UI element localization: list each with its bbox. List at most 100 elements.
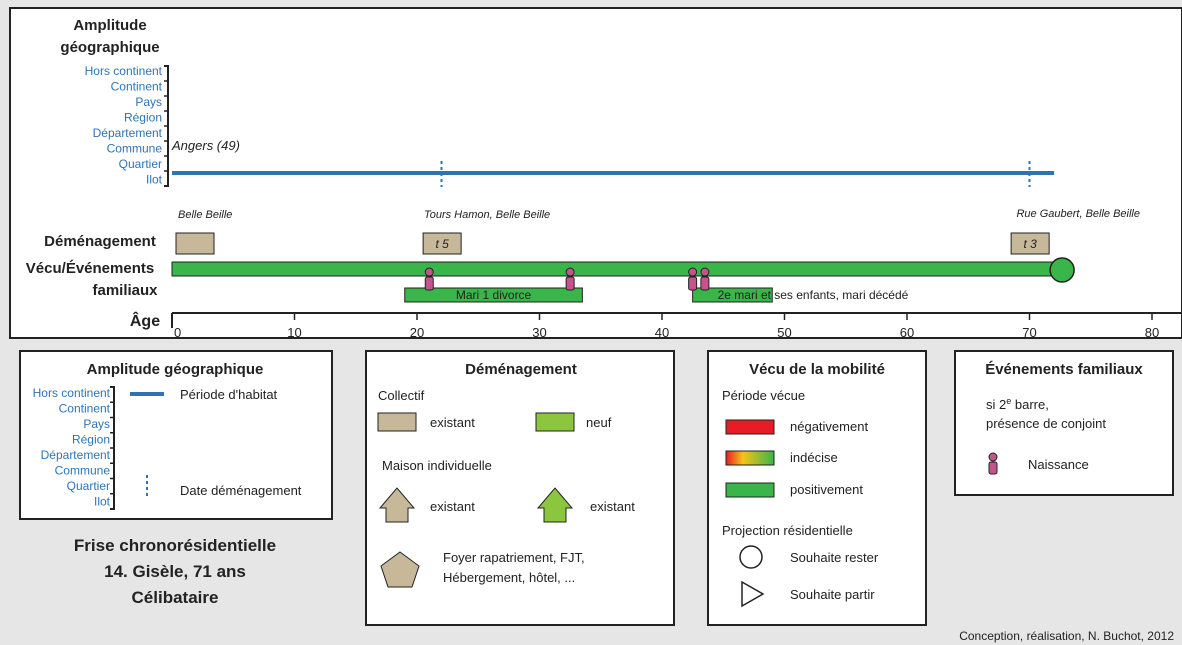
geographic-levels: Hors continentContinentPaysRégionDéparte…: [85, 64, 169, 187]
house-neuf-icon: [536, 487, 574, 523]
age-tick-label: 0: [174, 325, 181, 340]
age-tick-label: 70: [1022, 325, 1036, 340]
move-boxes: t 5 t 3: [175, 232, 1050, 255]
legend-periode-vecue: Période vécue: [722, 388, 805, 403]
move-box: [422, 232, 462, 255]
caption-line-1: Frise chronorésidentielle: [74, 536, 276, 555]
birth-markers: [424, 267, 710, 291]
age-tick-label: 30: [532, 325, 546, 340]
marriage-2-bar: [692, 287, 773, 303]
legend-negatif-bar: [725, 419, 775, 435]
move-place-3: Rue Gaubert, Belle Beille: [1016, 208, 1140, 220]
partir-triangle-icon: [741, 580, 765, 608]
age-ticks: 0 10 20 30 40 50 60 70 80: [171, 313, 1159, 340]
legend-naissance: Naissance: [1028, 457, 1089, 472]
age-tick-label: 50: [777, 325, 791, 340]
level-label: Pays: [135, 95, 162, 109]
legend-collectif-neuf-box: [535, 412, 575, 432]
legend-projection: Projection résidentielle: [722, 523, 853, 538]
credit: Conception, réalisation, N. Buchot, 2012: [959, 629, 1174, 643]
age-label: Âge: [130, 311, 160, 330]
foyer-pentagon-icon: [380, 551, 420, 588]
level-label: Département: [93, 126, 163, 140]
legend-si-2e-sup: e: [1006, 396, 1011, 406]
legend-level-label: Hors continent: [33, 386, 111, 400]
rester-circle-icon: [739, 545, 763, 569]
legend-existant-2: existant: [430, 499, 475, 514]
age-tick-label: 10: [287, 325, 301, 340]
legend-level-label: Département: [41, 448, 111, 462]
legend-geographic-levels: Hors continentContinentPaysRégionDéparte…: [33, 386, 115, 510]
legend-demenagement-box: [365, 350, 675, 626]
legend-foyer-1: Foyer rapatriement, FJT,: [443, 550, 585, 565]
place-label: Angers (49): [171, 138, 240, 153]
naissance-icon: [988, 452, 998, 475]
level-label: Commune: [107, 142, 163, 156]
legend-positivement: positivement: [790, 482, 863, 497]
caption-line-2: 14. Gisèle, 71 ans: [104, 562, 246, 581]
legend-level-label: Région: [72, 433, 110, 447]
vecu-positive-bar: [171, 261, 1055, 277]
level-label: Hors continent: [85, 64, 163, 78]
move-place-1: Belle Beille: [178, 209, 232, 221]
legend-amplitude-box: [19, 350, 333, 520]
vecu-label-1: Vécu/Événements: [26, 260, 154, 277]
naissance-marker: [424, 267, 434, 291]
legend-rester: Souhaite rester: [790, 550, 879, 565]
caption-line-3: Célibataire: [132, 588, 219, 607]
marriage-2-label-b: ses enfants, mari décédé: [774, 288, 908, 302]
age-tick-label: 60: [900, 325, 914, 340]
legend-demenagement-title: Déménagement: [465, 361, 577, 378]
move-date-markers: [440, 161, 1031, 187]
level-label: Région: [124, 111, 162, 125]
legend-level-label: Continent: [59, 402, 111, 416]
legend-date-demenagement: Date déménagement: [180, 483, 302, 498]
amplitude-title-1: Amplitude: [73, 17, 146, 34]
legend-collectif-existant-box: [377, 412, 417, 432]
move-place-2: Tours Hamon, Belle Beille: [424, 209, 550, 221]
level-label: Continent: [111, 80, 163, 94]
legend-amplitude-title: Amplitude géographique: [87, 361, 264, 378]
level-label: Quartier: [119, 157, 162, 171]
level-label: Ilot: [146, 173, 163, 187]
age-tick-label: 20: [410, 325, 424, 340]
legend-evenements-title: Événements familiaux: [985, 361, 1143, 378]
amplitude-title-2: géographique: [60, 39, 159, 56]
naissance-marker: [565, 267, 575, 291]
move-box: [1010, 232, 1050, 255]
legend-presence-conjoint: présence de conjoint: [986, 416, 1106, 431]
naissance-marker: [688, 267, 698, 291]
naissance-marker: [700, 267, 710, 291]
legend-maison: Maison individuelle: [382, 458, 492, 473]
house-existant-icon: [378, 487, 416, 523]
move-box-label: t 3: [1023, 237, 1037, 251]
legend-periode-habitat: Période d'habitat: [180, 387, 278, 402]
legend-collectif: Collectif: [378, 388, 425, 403]
legend-si-2e-barre: si 2e barre,: [986, 396, 1049, 412]
demenagement-label: Déménagement: [44, 233, 156, 250]
age-tick-label: 80: [1145, 325, 1159, 340]
legend-si-2e-end: barre,: [1011, 397, 1049, 412]
marriage-2-label-a: 2e mari et: [718, 288, 772, 302]
age-tick-label: 40: [655, 325, 669, 340]
vecu-label-2: familiaux: [92, 282, 158, 299]
marriage-1-label: Mari 1 divorce: [456, 288, 532, 302]
legend-existant-1: existant: [430, 415, 475, 430]
legend-level-label: Commune: [55, 464, 111, 478]
move-box-label: t 5: [435, 237, 449, 251]
legend-vecu-title: Vécu de la mobilité: [749, 361, 885, 378]
legend-level-label: Ilot: [94, 495, 111, 509]
legend-partir: Souhaite partir: [790, 587, 875, 602]
legend-existant-3: existant: [590, 499, 635, 514]
legend-si-2e-text: si 2: [986, 397, 1006, 412]
marriage-1-bar: [404, 287, 583, 303]
legend-indecise: indécise: [790, 450, 838, 465]
legend-negativement: négativement: [790, 419, 868, 434]
legend-level-label: Pays: [83, 417, 110, 431]
legend-positif-bar: [725, 482, 775, 498]
souhaite-rester-marker: [1049, 257, 1075, 283]
legend-foyer-2: Hébergement, hôtel, ...: [443, 570, 575, 585]
move-box: [175, 232, 215, 255]
